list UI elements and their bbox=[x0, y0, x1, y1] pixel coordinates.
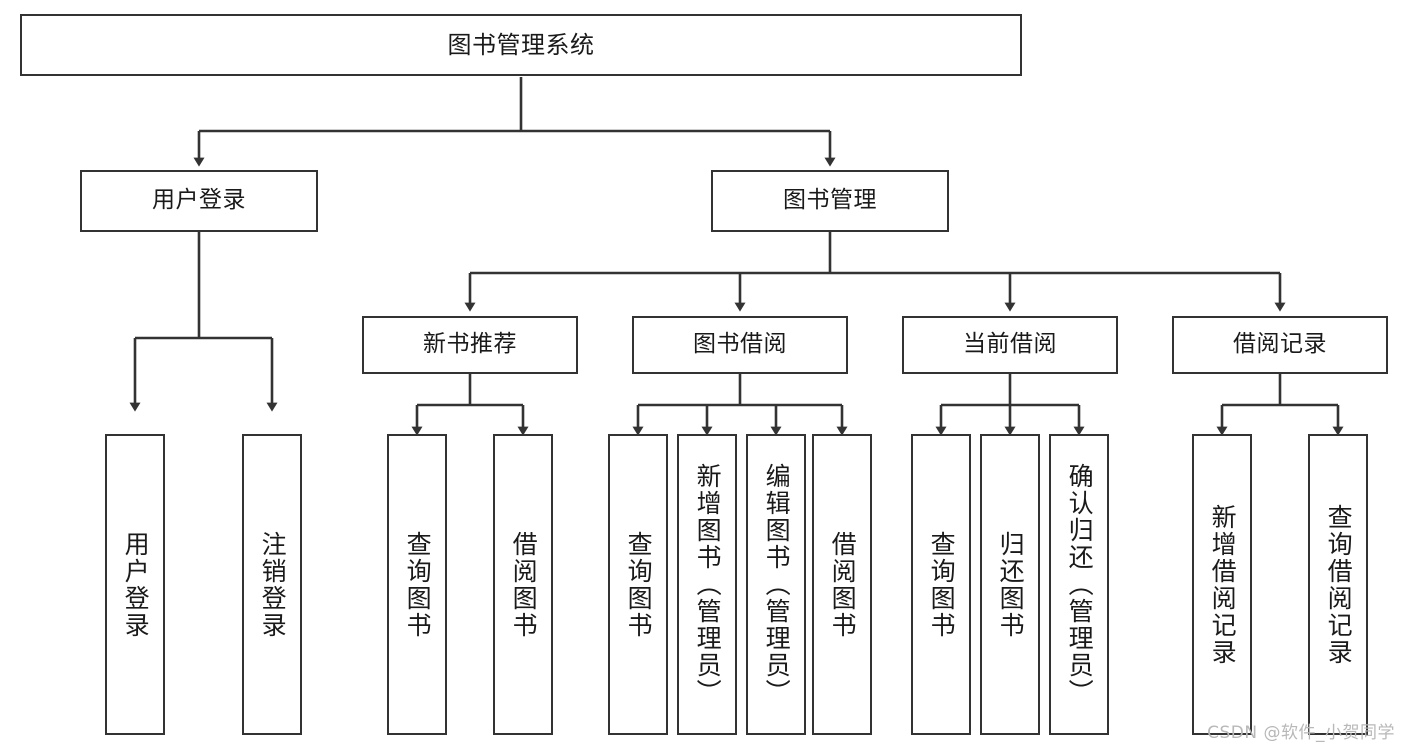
node-label: 编辑图书（管理员） bbox=[762, 463, 792, 706]
node-label: 新增图书（管理员） bbox=[693, 463, 723, 706]
node-leaf-query-book-current[interactable]: 查询图书 bbox=[911, 434, 971, 735]
node-leaf-edit-book-admin[interactable]: 编辑图书（管理员） bbox=[746, 434, 806, 735]
node-label: 查询图书 bbox=[624, 530, 654, 639]
node-new-book-recommendation[interactable]: 新书推荐 bbox=[362, 316, 578, 374]
node-borrowing-records[interactable]: 借阅记录 bbox=[1172, 316, 1388, 374]
node-label: 图书管理 bbox=[783, 187, 877, 214]
node-leaf-add-book-admin[interactable]: 新增图书（管理员） bbox=[677, 434, 737, 735]
node-user-login[interactable]: 用户登录 bbox=[80, 170, 318, 232]
node-label: 借阅记录 bbox=[1233, 331, 1327, 358]
node-label: 借阅图书 bbox=[509, 530, 539, 639]
node-label: 查询图书 bbox=[927, 530, 957, 639]
node-label: 借阅图书 bbox=[828, 530, 858, 639]
node-label: 查询图书 bbox=[403, 530, 433, 639]
node-leaf-add-borrow-record[interactable]: 新增借阅记录 bbox=[1192, 434, 1252, 735]
node-label: 确认归还（管理员） bbox=[1065, 463, 1095, 706]
node-label: 用户登录 bbox=[121, 530, 151, 639]
node-leaf-confirm-return-admin[interactable]: 确认归还（管理员） bbox=[1049, 434, 1109, 735]
node-leaf-user-login[interactable]: 用户登录 bbox=[105, 434, 165, 735]
csdn-watermark: CSDN @软件_小贺同学 bbox=[1207, 723, 1395, 743]
node-leaf-return-book[interactable]: 归还图书 bbox=[980, 434, 1040, 735]
node-leaf-query-book-new[interactable]: 查询图书 bbox=[387, 434, 447, 735]
node-root-book-management-system[interactable]: 图书管理系统 bbox=[20, 14, 1022, 76]
node-label: 图书管理系统 bbox=[447, 30, 595, 59]
node-label: 注销登录 bbox=[258, 530, 288, 639]
node-leaf-logout[interactable]: 注销登录 bbox=[242, 434, 302, 735]
node-leaf-borrow-book[interactable]: 借阅图书 bbox=[812, 434, 872, 735]
node-label: 归还图书 bbox=[996, 530, 1026, 639]
node-leaf-query-book-borrow[interactable]: 查询图书 bbox=[608, 434, 668, 735]
node-label: 用户登录 bbox=[152, 187, 246, 214]
node-label: 图书借阅 bbox=[693, 331, 787, 358]
node-leaf-borrow-book-new[interactable]: 借阅图书 bbox=[493, 434, 553, 735]
node-label: 新增借阅记录 bbox=[1208, 503, 1238, 666]
node-label: 新书推荐 bbox=[423, 331, 517, 358]
node-label: 查询借阅记录 bbox=[1324, 503, 1354, 666]
node-leaf-query-borrow-record[interactable]: 查询借阅记录 bbox=[1308, 434, 1368, 735]
node-book-management[interactable]: 图书管理 bbox=[711, 170, 949, 232]
node-label: 当前借阅 bbox=[963, 331, 1057, 358]
node-current-borrowing[interactable]: 当前借阅 bbox=[902, 316, 1118, 374]
node-book-borrowing[interactable]: 图书借阅 bbox=[632, 316, 848, 374]
